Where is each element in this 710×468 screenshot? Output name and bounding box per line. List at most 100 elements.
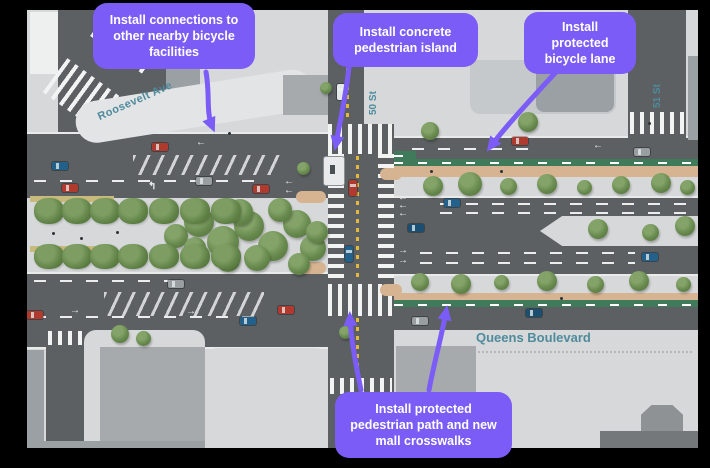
bush [62,244,92,269]
tree [458,172,482,196]
pedestrian-island [296,191,326,203]
tree [537,174,557,194]
bush [180,244,210,269]
car [52,162,68,170]
car [27,311,43,319]
tree [537,271,557,291]
person-dot [80,237,83,240]
lane-line [440,212,690,214]
building [641,405,683,433]
bike-lane-north [394,159,698,166]
building [100,347,205,448]
car [512,137,528,145]
lane-arrow-marking: ← [398,192,408,203]
chevron-markings [133,155,281,175]
callout-bike-lane-text: Install protected bicycle lane [544,20,616,66]
bush [180,198,210,224]
car [337,84,345,100]
person-dot [560,297,563,300]
car [526,309,542,317]
median-tree [268,198,292,222]
car [444,199,460,207]
crosswalk-north [328,124,394,154]
tree [451,274,471,294]
bush [90,198,120,224]
person-dot [430,170,433,173]
mall-crosswalk-west [328,154,344,284]
person-dot [228,132,231,135]
median-island [540,216,698,246]
crosswalk-side-street [48,331,82,345]
lane-arrow-marking: → [398,255,408,266]
bike-lane-south [394,300,698,308]
callout-connections: Install connections to other nearby bicy… [93,3,255,69]
tree [675,216,695,236]
tree [320,82,332,94]
tree [612,176,630,194]
bush [149,244,179,269]
building [27,350,44,448]
tree [651,173,671,193]
sidewalk-block [205,348,328,448]
tree [675,276,691,292]
person-dot [500,170,503,173]
tree [576,179,592,195]
lane-line [34,180,254,182]
lane-arrow-marking: ← [593,140,603,151]
crosswalk-51-st [630,112,684,134]
person-dot [52,232,55,235]
car [168,280,184,288]
tree [679,179,695,195]
lane-arrow-marking: ↰ [148,181,157,192]
road-side-street [46,345,84,448]
lane-line [420,262,635,264]
callout-bike-lane: Install protected bicycle lane [524,12,636,74]
tree [296,161,310,175]
tree [499,177,517,195]
tree [629,271,649,291]
tree [135,330,151,346]
building [30,12,58,74]
callout-island: Install concrete pedestrian island [333,13,478,67]
callout-connections-text: Install connections to other nearby bicy… [109,13,239,59]
car [196,177,212,185]
mall-crosswalk-east [378,154,394,284]
chevron-markings [104,292,264,316]
car [634,148,650,156]
car [412,317,428,325]
street-label-50-st: 50 St [368,91,379,115]
bush [34,244,64,269]
tree [493,274,509,290]
car [253,185,269,193]
car [345,246,353,262]
car [152,143,168,151]
tree [586,275,604,293]
car [278,306,294,314]
bush [34,198,64,224]
tree [411,273,429,291]
median-tree [288,253,310,275]
building [600,431,698,448]
lane-line [34,280,179,282]
centerline [356,156,359,282]
lane-arrow-marking: ← [284,185,294,196]
pedestrian-island [380,284,402,296]
pedestrian-path-south [394,293,698,301]
tree [588,219,608,239]
car [642,253,658,261]
lane-arrow-marking: ← [196,137,206,148]
lane-line [34,316,264,318]
callout-ped-path: Install protected pedestrian path and ne… [335,392,512,458]
lane-line [412,148,532,150]
lane-arrow-marking: ← [398,200,408,211]
lane-line [440,203,690,205]
street-label-queens-blvd: Queens Boulevard [476,330,591,345]
bush [62,198,92,224]
tree [641,223,659,241]
building [688,56,698,140]
building [27,441,205,448]
tree [423,176,443,196]
pedestrian-island [380,168,402,180]
car [408,224,424,232]
